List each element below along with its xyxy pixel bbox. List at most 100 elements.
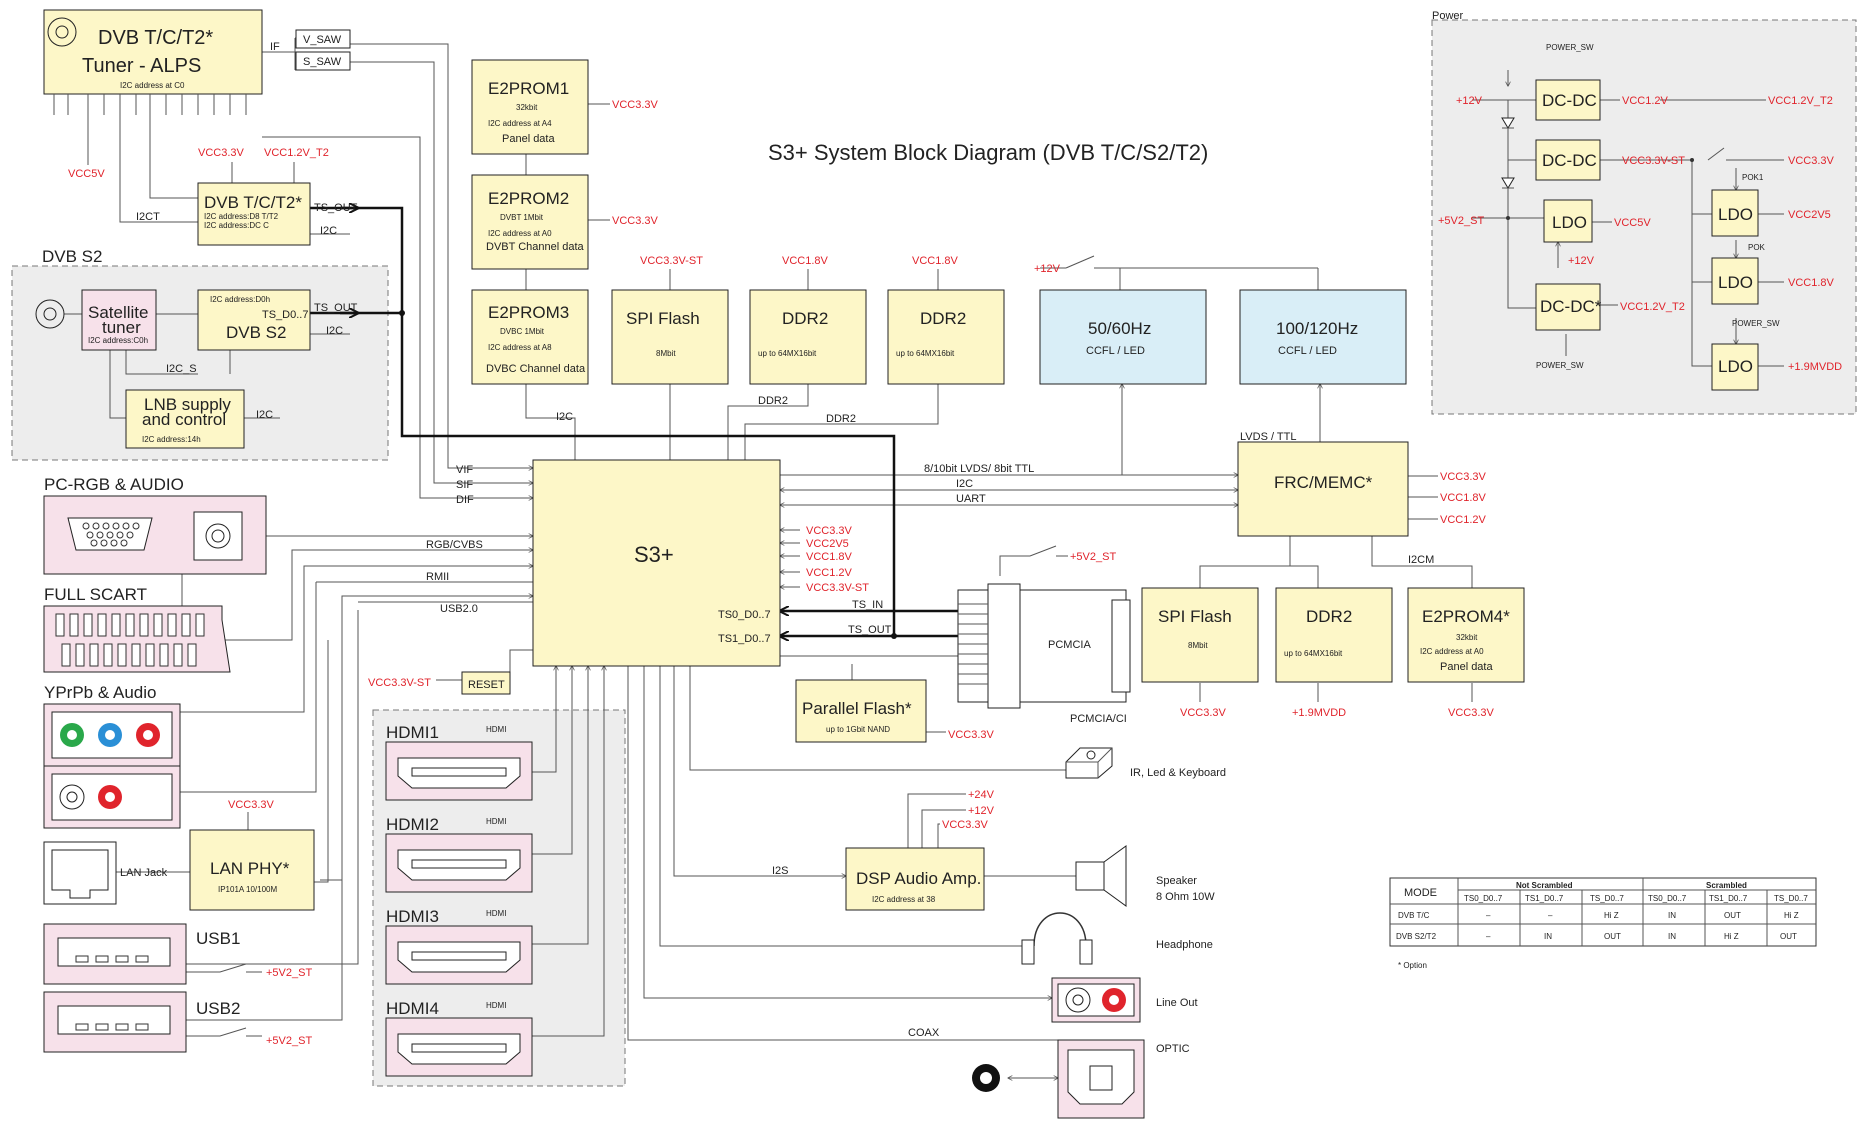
dvbs2-demod-addr: I2C address:D0h — [210, 295, 270, 304]
tuner-pins — [53, 94, 247, 115]
scart-label: FULL SCART — [44, 585, 147, 604]
power-r2: VCC2V5 — [1788, 209, 1831, 221]
dvbt-demod-block — [197, 182, 311, 246]
pcmcia-slot — [957, 583, 1131, 709]
spi-flash2-name: SPI Flash — [1158, 607, 1232, 626]
optic-label: OPTIC — [1156, 1043, 1190, 1055]
frc-rail-2: VCC1.2V — [1440, 514, 1487, 526]
speaker-label1: Speaker — [1156, 875, 1197, 887]
lnb-i2c: I2C — [256, 409, 273, 421]
mode-col-1: TS1_D0..7 — [1525, 894, 1564, 903]
mode-col-2: TS_D0..7 — [1590, 894, 1624, 903]
e2prom2-desc: DVBT Channel data — [486, 241, 585, 253]
s3-rail-4: VCC3.3V-ST — [806, 582, 869, 594]
dvbt-demod-addr1: I2C address:D8 T/T2 — [204, 212, 279, 221]
bus-ts-out: TS_OUT — [848, 624, 892, 636]
dvbs2-group-label: DVB S2 — [42, 247, 102, 266]
mode-cell-0-0: – — [1486, 911, 1491, 920]
spi-flash2-size: 8Mbit — [1188, 641, 1208, 650]
pcmcia-name: PCMCIA — [1048, 639, 1091, 651]
power-group — [1431, 19, 1857, 415]
s3-ts0: TS0_D0..7 — [718, 609, 771, 621]
mode-table — [1389, 877, 1817, 947]
ddr2-c-vcc: +1.9MVDD — [1292, 707, 1346, 719]
s3-sif: SIF — [456, 479, 473, 491]
hdmi-connectors — [385, 741, 533, 1077]
optic-connector[interactable] — [1057, 1039, 1145, 1119]
tuner-addr: I2C address at C0 — [120, 81, 185, 90]
usb2-pwr: +5V2_ST — [266, 1035, 312, 1047]
mode-cell-1-4: Hi Z — [1724, 932, 1739, 941]
power-sw-ldo: POWER_SW — [1732, 319, 1780, 328]
spi-flash1-vcc: VCC3.3V-ST — [640, 255, 703, 267]
power-ldo2-block — [1711, 189, 1759, 237]
mode-group2: Scrambled — [1706, 881, 1747, 890]
mode-row-1: DVB S2/T2 — [1396, 932, 1437, 941]
power-o4: VCC1.2V_T2 — [1620, 301, 1685, 313]
dvbt-demod-addr2: I2C address:DC C — [204, 221, 269, 230]
vsaw-block — [295, 29, 351, 49]
dsp-addr: I2C address at 38 — [872, 895, 936, 904]
mode-cell-0-4: OUT — [1724, 911, 1741, 920]
ddr2-a-name: DDR2 — [782, 309, 828, 328]
mode-cell-0-3: IN — [1668, 911, 1676, 920]
e2prom3-name: E2PROM3 — [488, 303, 569, 322]
frc-rail-0: VCC3.3V — [1440, 471, 1487, 483]
headphone-label: Headphone — [1156, 939, 1213, 951]
reset-name: RESET — [468, 679, 505, 691]
sat-rf-icon — [35, 299, 65, 329]
e2prom1-name: E2PROM1 — [488, 79, 569, 98]
parallel-flash-block — [795, 679, 927, 743]
lan-phy-vcc: VCC3.3V — [228, 799, 275, 811]
dvbs2-demod-name: DVB S2 — [226, 323, 286, 342]
mode-cell-0-5: Hi Z — [1784, 911, 1799, 920]
dvbt-i2ct: I2CT — [136, 211, 160, 223]
ddr2-b-vcc: VCC1.8V — [912, 255, 959, 267]
power-dcdc1-block — [1535, 79, 1601, 121]
panel-pwr: +12V — [1034, 263, 1061, 275]
bus-uart: UART — [956, 493, 986, 505]
e2prom1-addr: I2C address at A4 — [488, 119, 552, 128]
ddr2-a-block — [749, 289, 867, 385]
e2prom2-vcc: VCC3.3V — [612, 215, 659, 227]
usb1-pwr: +5V2_ST — [266, 967, 312, 979]
lan-phy-name: LAN PHY* — [210, 859, 290, 878]
bus-i2cm: I2CM — [1408, 554, 1434, 566]
panel-5060-block — [1039, 289, 1207, 385]
e2prom2-name: E2PROM2 — [488, 189, 569, 208]
power-o2: VCC3.3V-ST — [1622, 155, 1685, 167]
power-diodes — [1501, 117, 1694, 220]
power-ldo12: +12V — [1568, 255, 1595, 267]
power-ldo1-block — [1543, 199, 1593, 243]
power-o1: VCC1.2V — [1622, 95, 1669, 107]
mode-col-3: TS0_D0..7 — [1648, 894, 1687, 903]
mode-cell-1-3: IN — [1668, 932, 1676, 941]
e2prom3-i2c: I2C — [556, 411, 573, 423]
dvbs2-i2c: I2C — [326, 325, 343, 337]
e2prom2-size: DVBT 1Mbit — [500, 213, 544, 222]
mode-cell-1-0: – — [1486, 932, 1491, 941]
panel-5060-name: 50/60Hz — [1088, 319, 1151, 338]
parallel-flash-size: up to 1Gbit NAND — [826, 725, 890, 734]
e2prom4-name: E2PROM4* — [1422, 607, 1510, 626]
e2prom1-vcc: VCC3.3V — [612, 99, 659, 111]
mode-col-5: TS_D0..7 — [1774, 894, 1808, 903]
ddr2-b-size: up to 64MX16bit — [896, 349, 955, 358]
panel-5060-sub: CCFL / LED — [1086, 345, 1145, 357]
vsaw-label: V_SAW — [303, 34, 342, 46]
mode-cell-1-1: IN — [1544, 932, 1552, 941]
mode-col-4: TS1_D0..7 — [1709, 894, 1748, 903]
sat-tuner-block — [81, 289, 157, 351]
hdmi1-label: HDMI1 — [386, 723, 439, 742]
dsp-vcc: VCC3.3V — [942, 819, 989, 831]
power-pok1: POK1 — [1742, 173, 1764, 182]
mode-cell-1-2: OUT — [1604, 932, 1621, 941]
speaker-label2: 8 Ohm 10W — [1156, 891, 1215, 903]
s3-name: S3+ — [634, 542, 674, 567]
spi-flash2-vcc: VCC3.3V — [1180, 707, 1227, 719]
e2prom4-block — [1407, 587, 1525, 683]
tuner-if: IF — [270, 41, 280, 53]
reset-block — [461, 671, 511, 695]
s3-rail-1: VCC2V5 — [806, 538, 849, 550]
